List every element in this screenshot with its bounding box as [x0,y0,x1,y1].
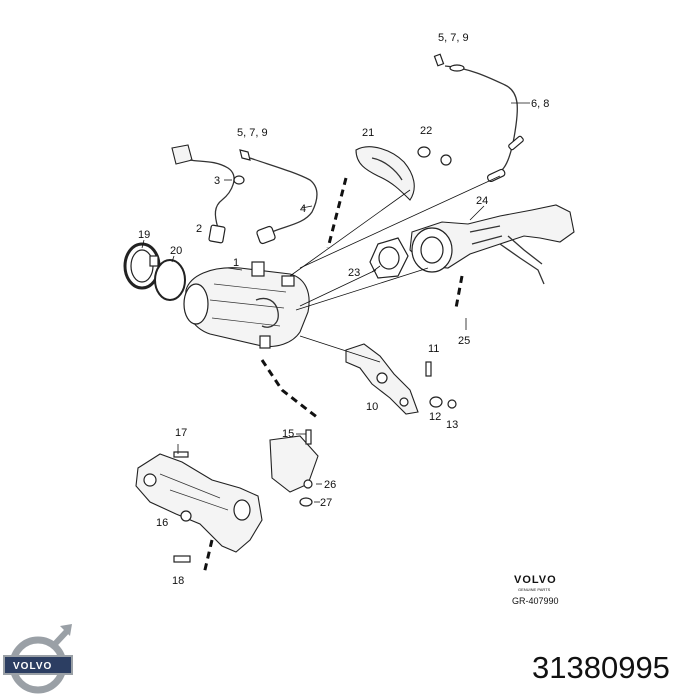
clamp-ring [123,242,161,290]
callout-22: 22 [420,125,432,137]
callout-26: 26 [324,479,336,491]
callout-18: 18 [172,575,184,587]
callout-11: 11 [428,343,439,355]
callout-23: 23 [348,267,360,279]
support-bracket-lower [135,451,263,563]
callout-2: 2 [196,223,202,235]
callout-5-7-9-rear: 5, 7, 9 [438,32,469,44]
support-bracket-upper [345,343,457,415]
callout-6-8: 6, 8 [531,98,549,110]
brand-wordmark-small: VOLVO [514,574,557,586]
oxygen-sensor-rear [433,53,524,183]
volvo-logo: VOLVO [3,624,73,694]
callout-27: 27 [320,497,332,509]
callout-15: 15 [282,428,294,440]
callout-13: 13 [446,419,458,431]
support-bracket-middle [269,429,319,507]
leader-lines [141,175,501,503]
exhaust-downpipe [409,204,575,285]
callout-labels: 1 2 3 4 5, 7, 9 5, 7, 9 6, 8 10 11 12 13… [138,32,549,587]
oxygen-sensor-front [171,144,318,245]
callout-16: 16 [156,517,168,529]
callout-24: 24 [476,195,488,207]
callout-25: 25 [458,335,470,347]
seal-ring [154,259,186,301]
callout-21: 21 [362,127,374,139]
logo-wordmark: VOLVO [13,661,52,672]
assembly-dash-lines [202,177,464,575]
callout-3: 3 [214,175,220,187]
drawing-reference: GR-407990 [512,596,559,606]
callout-17: 17 [175,427,187,439]
callout-10: 10 [366,401,378,413]
drawing-branding: VOLVO GENUINE PARTS GR-407990 [512,574,559,606]
callout-4: 4 [300,203,306,215]
gasket-downpipe [369,237,409,279]
heat-shield-upper [355,146,452,201]
callout-19: 19 [138,229,150,241]
callout-5-7-9-front: 5, 7, 9 [237,127,268,139]
callout-1: 1 [233,257,239,269]
part-number: 31380995 [532,650,670,685]
catalytic-converter [183,261,310,349]
callout-20: 20 [170,245,182,257]
callout-12: 12 [429,411,441,423]
genuine-parts-label: GENUINE PARTS [518,587,551,592]
